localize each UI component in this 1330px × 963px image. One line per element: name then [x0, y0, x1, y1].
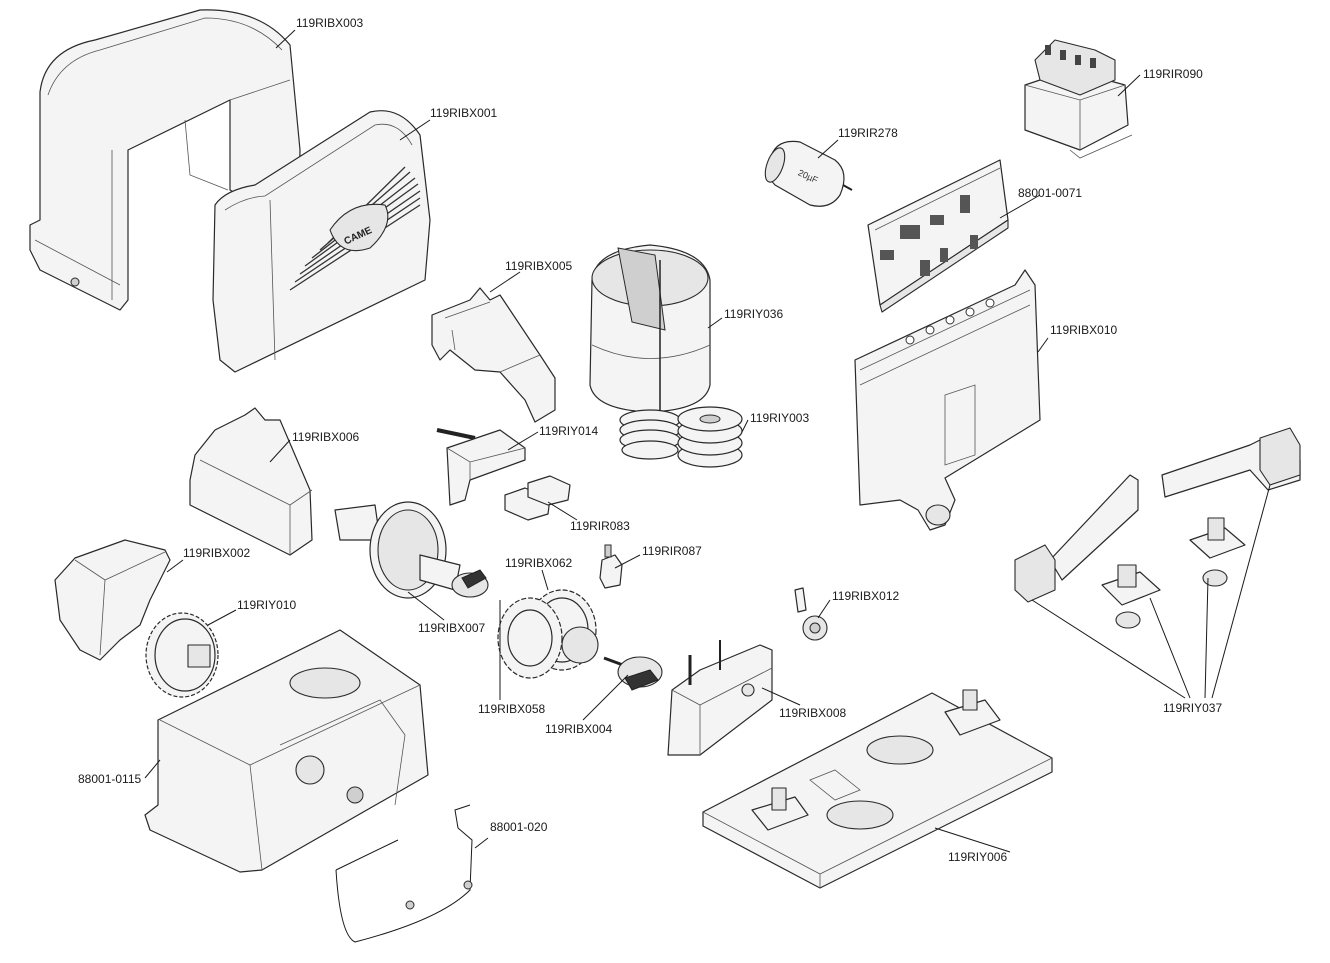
part-connectors [504, 475, 571, 521]
label-gasket: 88001-020 [490, 820, 548, 834]
part-capacitor: 20µF [764, 140, 853, 207]
label-gearbox-housing: 88001-0115 [78, 772, 141, 786]
part-transformer [1024, 39, 1133, 159]
label-board-plate: 119RIBX010 [1050, 323, 1117, 337]
label-bracket: 119RIBX005 [505, 259, 572, 273]
part-gear-guard [189, 407, 313, 556]
label-control-board: 88001-0071 [1018, 186, 1082, 200]
part-bracket [431, 287, 556, 423]
part-cover-rear [29, 9, 301, 311]
part-pinion-cover [54, 539, 171, 661]
label-gear-wheel-b: 119RIBX058 [478, 702, 545, 716]
label-release-housing: 119RIBX008 [779, 706, 846, 720]
label-microswitch: 119RIR087 [642, 544, 702, 558]
label-capacitor: 119RIR278 [838, 126, 898, 140]
part-pinion [145, 612, 219, 698]
label-pinion: 119RIY010 [237, 598, 296, 612]
part-pulley [677, 406, 743, 468]
label-base-plate: 119RIY006 [948, 850, 1007, 864]
part-microswitch [599, 544, 623, 589]
label-cover-front: 119RIBX001 [430, 106, 497, 120]
part-base-plate [702, 689, 1053, 889]
part-limit-switch-block [436, 428, 526, 506]
label-pulley: 119RIY003 [750, 411, 809, 425]
part-release-lock [794, 587, 828, 641]
label-release-lock: 119RIBX012 [832, 589, 899, 603]
part-labels: 119RIBX003 119RIBX001 119RIR090 119RIR27… [78, 16, 1222, 864]
label-shaft: 119RIBX004 [545, 722, 612, 736]
part-shaft [603, 656, 663, 691]
label-connectors: 119RIR083 [570, 519, 630, 533]
part-release-housing [667, 640, 773, 756]
label-motor: 119RIY036 [724, 307, 783, 321]
part-gear-wheel-b [497, 597, 563, 679]
label-limit-switch-block: 119RIY014 [539, 424, 598, 438]
part-worm-gear [334, 501, 489, 599]
leader-lines [144, 29, 1271, 853]
part-motor [589, 244, 711, 460]
part-cover-front: CAME [212, 110, 431, 373]
label-worm-gear: 119RIBX007 [418, 621, 485, 635]
label-limit-switch-kit: 119RIY037 [1163, 701, 1222, 715]
part-gasket [335, 804, 473, 943]
part-gearbox-housing [144, 629, 429, 873]
label-pinion-cover: 119RIBX002 [183, 546, 250, 560]
label-gear-wheel-a: 119RIBX062 [505, 556, 572, 570]
part-board-plate [854, 269, 1041, 531]
part-control-board [867, 159, 1009, 313]
label-transformer: 119RIR090 [1143, 67, 1203, 81]
part-limit-switch-kit [1014, 427, 1301, 629]
label-gear-guard: 119RIBX006 [292, 430, 359, 444]
label-cover-rear: 119RIBX003 [296, 16, 363, 30]
